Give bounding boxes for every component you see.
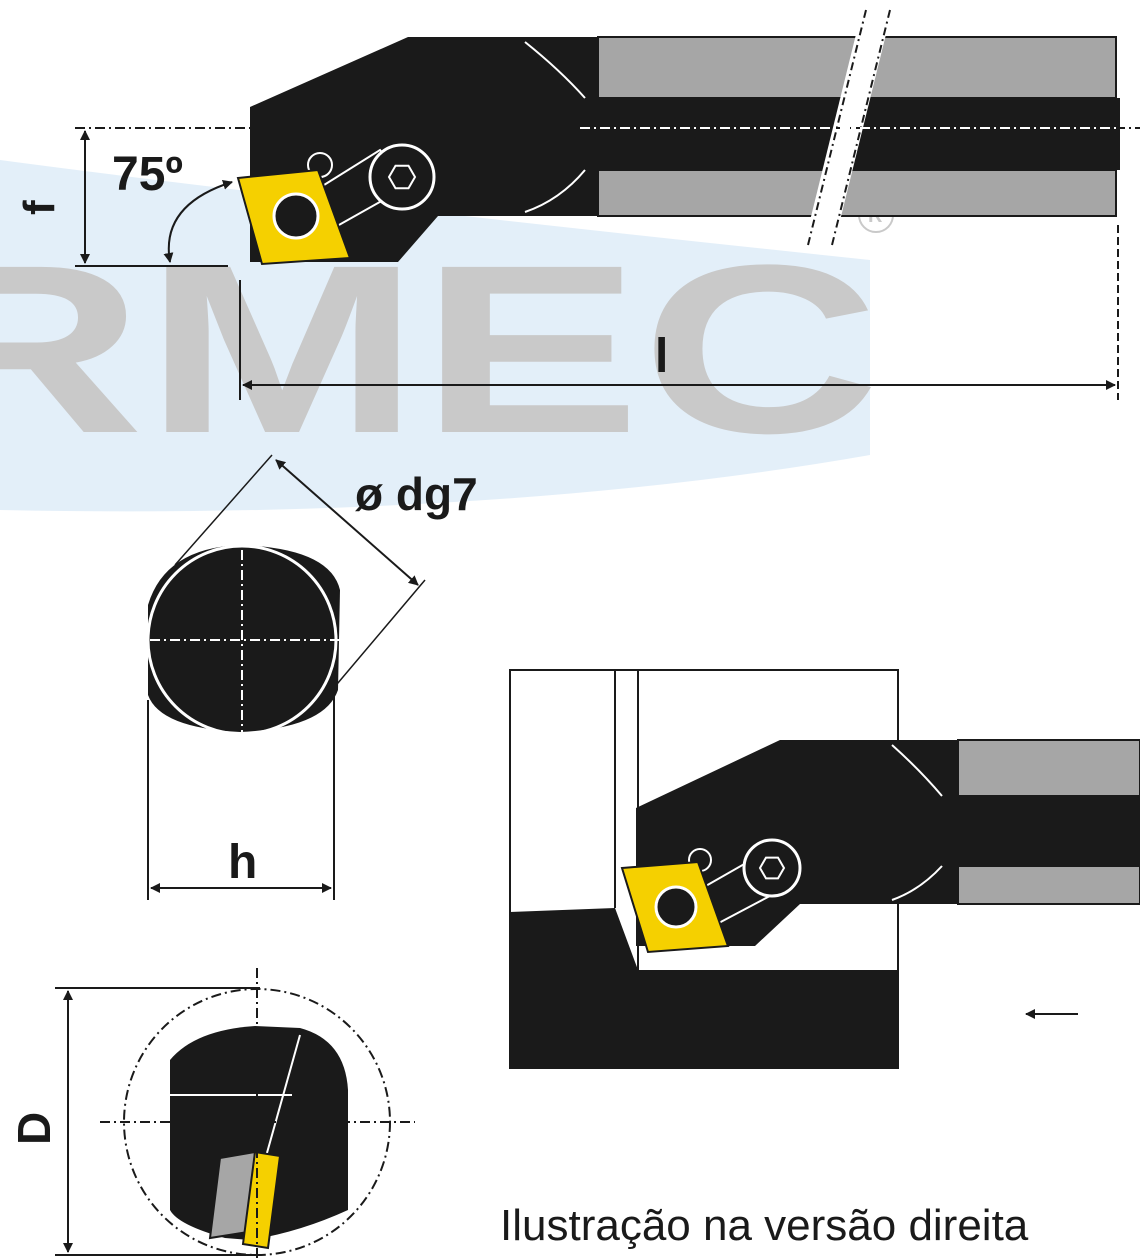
diameter-extension-1 (174, 454, 273, 566)
label-D: D (8, 1112, 60, 1145)
bore-view: D (8, 968, 415, 1259)
hex-socket-icon (387, 164, 417, 190)
workpiece-solid (510, 908, 898, 1068)
label-l: l (655, 330, 668, 383)
bore-insert-yellow (241, 1150, 282, 1250)
app-insert-screw (654, 885, 698, 929)
shank-gray-band-bottom (597, 169, 1117, 217)
head-shank-transition (524, 41, 586, 213)
label-diameter: ø dg7 (355, 468, 478, 520)
diameter-extension-2 (331, 579, 426, 691)
app-shank-flat (940, 796, 1140, 866)
app-head-transition (891, 744, 943, 901)
top-view (75, 9, 1140, 266)
label-h: h (228, 836, 257, 889)
application-view (509, 669, 1140, 1069)
insert-screw (272, 192, 320, 240)
caption: Ilustração na versão direita (500, 1201, 1029, 1250)
cross-section-view: ø dg7 h (130, 454, 478, 900)
label-angle: 75º (112, 148, 183, 201)
bore-bar-section (170, 1026, 348, 1240)
section-outline (148, 545, 340, 732)
app-shank-gray-top (957, 739, 1140, 797)
dimension-l: l (239, 225, 1119, 400)
app-shank-gray-bottom (957, 865, 1140, 905)
label-f: f (15, 200, 64, 215)
clamp-screw (368, 143, 436, 211)
dimension-line-diameter (275, 459, 419, 586)
bore-insert-axis (264, 1034, 301, 1161)
dimension-angle: 75º (112, 148, 233, 263)
dimension-f: f (15, 130, 228, 267)
watermark-text: RMEC (0, 215, 880, 483)
app-clamp-screw (742, 838, 802, 898)
angle-arc (163, 179, 233, 263)
app-hex-socket-icon (758, 856, 786, 880)
